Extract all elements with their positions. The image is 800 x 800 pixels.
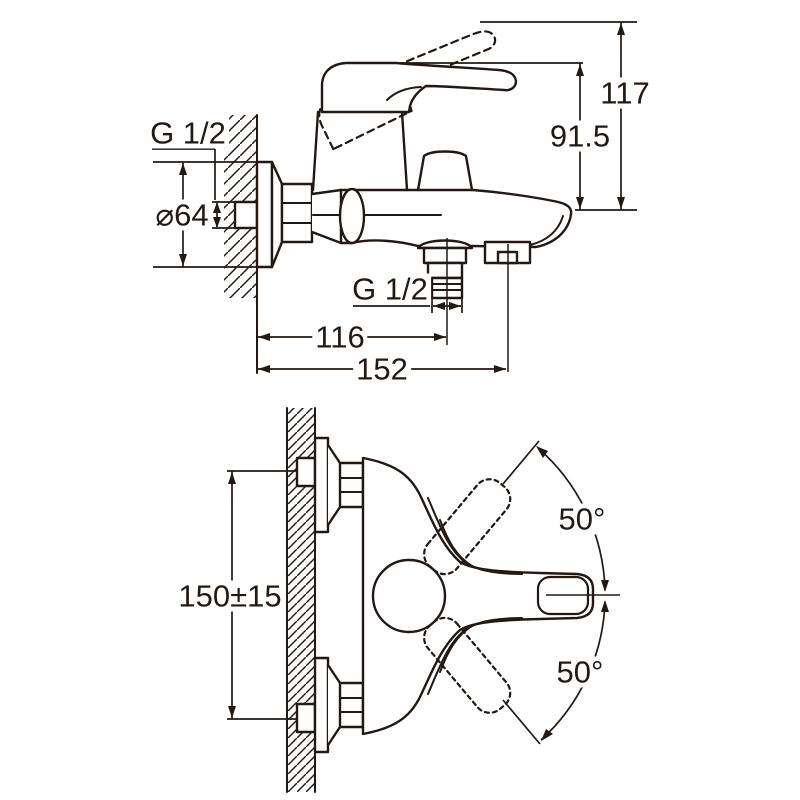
dim-label-spout-reach: 116 [312, 321, 368, 353]
wall-pipe-stub-side [233, 200, 259, 230]
handle-ghost-up [423, 478, 512, 576]
wall-hatch-side [224, 114, 258, 374]
dim-label-total-depth: 152 [353, 353, 411, 385]
plan-view-dimensions [227, 440, 620, 745]
diverter-knob [416, 150, 474, 192]
handle-ghost-down [423, 616, 512, 714]
dim-label-swing-lower: 50° [553, 656, 607, 688]
cartridge-dome [371, 558, 447, 634]
wall-flange-top [313, 436, 342, 534]
dim-label-spout-height: 91.5 [546, 120, 614, 152]
hex-nut-side [280, 182, 314, 244]
cartridge-neck [311, 110, 409, 192]
dim-label-total-height: 117 [597, 77, 653, 109]
dim-label-connection-spacing: 150±15 [175, 580, 285, 612]
dim-label-wall-thread: G 1/2 [147, 117, 229, 149]
spout-inner-curve [529, 215, 564, 246]
hex-nut-bottom [338, 681, 365, 729]
wall-flange-side [255, 160, 284, 269]
dim-label-flange-diameter: ⌀64 [152, 199, 212, 231]
shower-outlet-thread [416, 239, 474, 300]
faucet-body-plan [361, 456, 595, 736]
wall-pipe-stub-top [295, 456, 317, 488]
joint-ring [338, 187, 366, 245]
side-view-dimensions [152, 21, 637, 373]
lever-base-curve [386, 86, 422, 101]
handle-lever-side [320, 61, 518, 114]
hex-nut-top [338, 461, 365, 509]
plan-view-drawing [286, 407, 595, 793]
side-view-drawing [224, 30, 573, 374]
dim-label-swing-upper: 50° [555, 503, 609, 535]
wall-flange-bottom [313, 656, 342, 754]
wall-pipe-stub-bottom [295, 702, 317, 734]
faucet-body-side [312, 188, 573, 249]
dim-label-shower-thread: G 1/2 [349, 273, 431, 305]
connector-sleeve [310, 188, 343, 245]
